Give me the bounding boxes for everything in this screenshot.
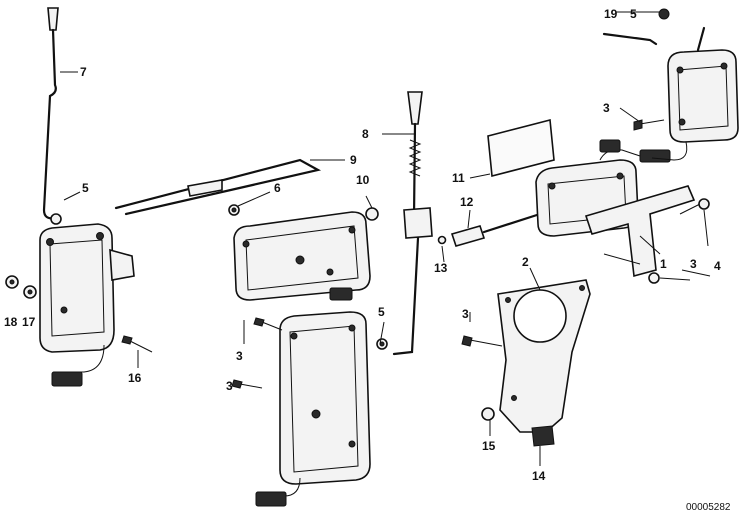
callout-3-right: 3 [690, 257, 697, 271]
cover-plate-11 [487, 118, 555, 178]
center-upper-actuator [233, 211, 371, 301]
callout-6: 6 [274, 181, 281, 195]
leader-lines [60, 11, 711, 466]
screw-3-plate [461, 335, 503, 347]
callout-13: 13 [434, 261, 448, 275]
clip-5-center [376, 338, 388, 350]
screws-3-4-right [648, 198, 710, 284]
left-actuator-unit [39, 213, 135, 387]
callout-10: 10 [356, 173, 370, 187]
callout-1: 1 [660, 257, 667, 271]
grommet-10 [365, 207, 379, 221]
lock-rod-8 [392, 91, 433, 356]
callout-16: 16 [128, 371, 142, 385]
callout-5-top: 5 [630, 7, 637, 21]
callout-18: 18 [4, 315, 18, 329]
clip-14 [531, 425, 555, 447]
lock-rod-7 [42, 7, 59, 220]
washer-15 [481, 407, 495, 421]
callout-12: 12 [460, 195, 474, 209]
callout-3-center: 3 [236, 349, 243, 363]
callout-8: 8 [362, 127, 369, 141]
base-plate-2 [497, 279, 591, 433]
callout-4: 4 [714, 259, 721, 273]
callout-labels: 7 5 9 6 8 10 11 12 13 2 1 3 4 3 19 5 3 1… [4, 7, 721, 483]
callout-9: 9 [350, 153, 357, 167]
callout-5-center: 5 [378, 305, 385, 319]
callout-3-center-lower: 3 [226, 379, 233, 393]
callout-14: 14 [532, 469, 546, 483]
reference-number: 00005282 [686, 502, 731, 513]
washers-17-18 [5, 275, 37, 299]
callout-3-top-right: 3 [603, 101, 610, 115]
clip-6 [228, 204, 240, 216]
top-right-actuator [651, 26, 739, 161]
callout-19: 19 [604, 7, 618, 21]
screw-3-center [231, 317, 283, 389]
callout-2: 2 [522, 255, 529, 269]
callout-5: 5 [82, 181, 89, 195]
center-lower-actuator [255, 311, 371, 507]
cable-12 [437, 212, 542, 247]
screw-16 [121, 335, 153, 353]
bracket-19 [602, 8, 670, 46]
callout-17: 17 [22, 315, 36, 329]
callout-11: 11 [452, 171, 465, 185]
bracket-1 [584, 185, 696, 278]
callout-15: 15 [482, 439, 496, 453]
callout-3-plate: 3 [462, 307, 469, 321]
screw-3-top-right [633, 119, 665, 131]
connecting-rod-9 [114, 158, 322, 216]
callout-7: 7 [80, 65, 87, 79]
